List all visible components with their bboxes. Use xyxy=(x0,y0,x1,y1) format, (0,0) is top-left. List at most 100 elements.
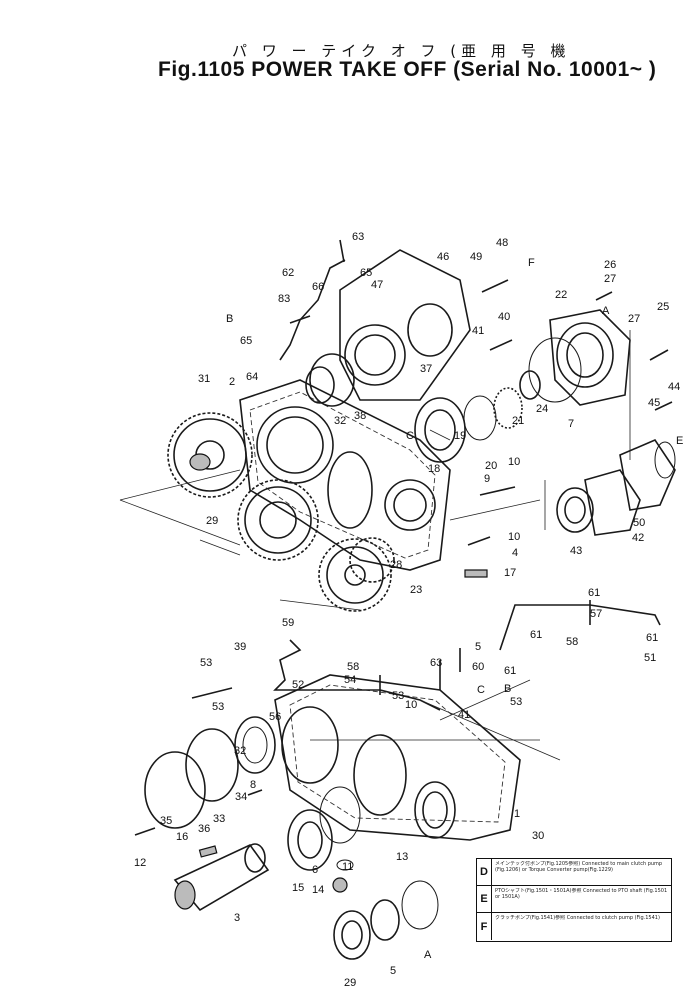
callout-label: 58 xyxy=(347,661,359,673)
callout-label: 27 xyxy=(604,273,616,285)
figure-title-japanese: パ ワ ー テイク オ フ (亜 用 号 機 xyxy=(232,42,571,60)
callout-label: 43 xyxy=(570,545,582,557)
callout-label: 40 xyxy=(498,311,510,323)
callout-label: 65 xyxy=(240,335,252,347)
callout-label: 45 xyxy=(648,397,660,409)
nut-11 xyxy=(332,859,354,893)
callout-label: F xyxy=(528,257,535,269)
upper-cover-37 xyxy=(305,249,471,407)
connection-legend-table: D メインテック付ポンプ(Fig.1205参照) Connected to ma… xyxy=(476,858,672,942)
callout-label: 29 xyxy=(344,977,356,988)
bearing-18 xyxy=(414,370,541,463)
callout-label: 29 xyxy=(206,515,218,527)
callout-label: 60 xyxy=(472,661,484,673)
callout-label: 18 xyxy=(428,463,440,475)
figure-title: Fig.1105 POWER TAKE OFF (Serial No. 1000… xyxy=(158,58,657,81)
callout-label: 48 xyxy=(496,237,508,249)
callout-label: 37 xyxy=(420,363,432,375)
callout-label: 53 xyxy=(510,696,522,708)
legend-key: F xyxy=(477,913,492,940)
callout-label: 3 xyxy=(234,912,240,924)
callout-label: 57 xyxy=(590,608,602,620)
callout-label: 32 xyxy=(234,745,246,757)
legend-row-f: F クラッチポンプ(Fig.1541)参照 Connected to clutc… xyxy=(477,913,671,940)
callout-label: 24 xyxy=(536,403,548,415)
callout-label: 14 xyxy=(312,884,324,896)
callout-label: C xyxy=(406,430,414,442)
gear-17 xyxy=(237,479,319,561)
callout-label: 62 xyxy=(282,267,294,279)
callout-label: 53 xyxy=(200,657,212,669)
callout-label: C xyxy=(477,684,485,696)
callout-label: 50 xyxy=(633,517,645,529)
callout-label: 25 xyxy=(657,301,669,313)
callout-label: 13 xyxy=(396,851,408,863)
callout-label: 15 xyxy=(292,882,304,894)
callout-label: A xyxy=(602,305,610,317)
shaft-15 xyxy=(173,843,270,912)
callout-label: 51 xyxy=(644,652,656,664)
lower-covers-33-34 xyxy=(144,716,276,829)
lower-housing-3 xyxy=(274,674,521,841)
callout-label: 27 xyxy=(628,313,640,325)
callout-label: 6 xyxy=(312,864,318,876)
callout-label: 34 xyxy=(235,791,247,803)
callout-label: 63 xyxy=(352,231,364,243)
callout-label: 42 xyxy=(632,532,644,544)
callout-label: 5 xyxy=(390,965,396,977)
callout-label: 65 xyxy=(360,267,372,279)
callout-label: 8 xyxy=(250,779,256,791)
callout-label: 26 xyxy=(604,259,616,271)
callout-label: 17 xyxy=(504,567,516,579)
callout-label: 36 xyxy=(198,823,210,835)
upper-housing-plate xyxy=(239,379,451,571)
callout-label: 63 xyxy=(430,657,442,669)
callout-label: 66 xyxy=(312,281,324,293)
callout-label: 47 xyxy=(371,279,383,291)
callout-label: 53 xyxy=(392,690,404,702)
callout-label: 22 xyxy=(555,289,567,301)
legend-text: PTOシャフト(Fig.1501・1501A)参照 Connected to P… xyxy=(495,888,668,900)
callout-label: 83 xyxy=(278,293,290,305)
callout-label: 21 xyxy=(512,415,524,427)
upper-guide-lines xyxy=(119,330,631,611)
callout-label: 16 xyxy=(176,831,188,843)
callout-label: 64 xyxy=(246,371,258,383)
callout-label: 61 xyxy=(646,632,658,644)
callout-label: 49 xyxy=(470,251,482,263)
callout-label: 33 xyxy=(213,813,225,825)
callout-label: 52 xyxy=(292,679,304,691)
callout-label: 11 xyxy=(342,861,353,873)
pipe-62 xyxy=(279,259,346,361)
lower-seals-29-30 xyxy=(333,880,439,960)
callout-label: 44 xyxy=(668,381,680,393)
callout-label: 38 xyxy=(354,410,366,422)
figure-header: パ ワ ー テイク オ フ (亜 用 号 機 Fig.1105 POWER TA… xyxy=(0,0,697,100)
callout-label: 10 xyxy=(405,699,417,711)
legend-row-e: E PTOシャフト(Fig.1501・1501A)参照 Connected to… xyxy=(477,886,671,913)
callout-label: 59 xyxy=(282,617,294,629)
callout-label: 19 xyxy=(454,430,466,442)
callout-label: 31 xyxy=(198,373,210,385)
lower-bolts xyxy=(134,600,591,858)
callout-label: 41 xyxy=(472,325,484,337)
gear-31 xyxy=(167,412,253,498)
upper-bolts xyxy=(289,239,673,578)
callout-label: 4 xyxy=(512,547,518,559)
callout-label: 41 xyxy=(458,709,470,721)
callout-label: 28 xyxy=(390,559,402,571)
callout-label: 9 xyxy=(484,473,490,485)
callout-label: 1 xyxy=(514,808,520,820)
legend-row-d: D メインテック付ポンプ(Fig.1205参照) Connected to ma… xyxy=(477,859,671,886)
callout-label: 46 xyxy=(437,251,449,263)
callout-label: 35 xyxy=(160,815,172,827)
callout-label: 54 xyxy=(344,674,356,686)
callout-label: 61 xyxy=(588,587,600,599)
callout-label: 20 xyxy=(485,460,497,472)
callout-label: 10 xyxy=(508,456,520,468)
pipe-50 xyxy=(273,639,441,711)
pto-cover-42 xyxy=(556,439,676,536)
legend-key: E xyxy=(477,886,492,912)
